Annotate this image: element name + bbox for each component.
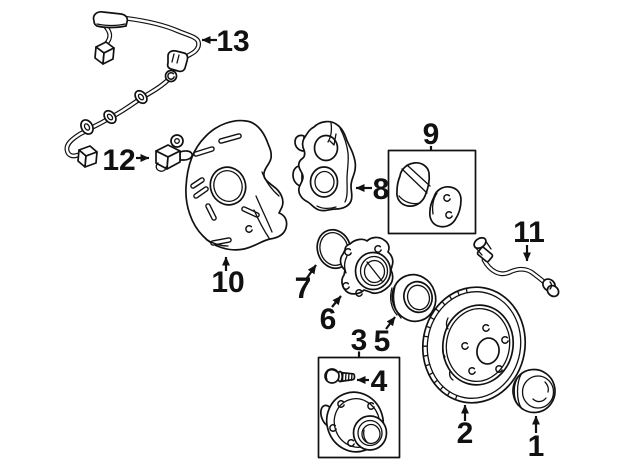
callout-7-label[interactable]: 7 <box>295 272 312 305</box>
hub-kit-box-art <box>317 356 401 459</box>
callout-11: 11 <box>513 216 545 262</box>
callout-1-label[interactable]: 1 <box>528 430 545 463</box>
callout-8-label[interactable]: 8 <box>373 173 390 206</box>
brake-rotor-art <box>421 286 527 404</box>
callout-9-label[interactable]: 9 <box>423 118 440 151</box>
callout-7-arrow <box>306 264 317 279</box>
callout-10: 10 <box>211 256 245 299</box>
callout-13-label[interactable]: 13 <box>216 25 249 58</box>
callout-2: 2 <box>457 404 474 450</box>
knuckle-hub-bearing-art <box>339 236 394 297</box>
brake-pad-set-art <box>387 149 477 235</box>
callout-1: 1 <box>528 415 545 463</box>
callout-7: 7 <box>295 264 317 305</box>
callout-2-label[interactable]: 2 <box>457 417 474 450</box>
callout-8: 8 <box>355 173 390 206</box>
callout-4: 4 <box>356 365 388 398</box>
callout-6-label[interactable]: 6 <box>320 303 337 336</box>
splash-shield-art <box>185 119 288 251</box>
callout-12: 12 <box>102 144 150 177</box>
wheel-stud-art <box>324 368 356 384</box>
callout-9: 9 <box>423 118 440 151</box>
callout-4-label[interactable]: 4 <box>371 365 388 398</box>
callout-11-label[interactable]: 11 <box>513 216 545 249</box>
callout-3: 3 <box>351 324 368 357</box>
callout-5-arrow <box>385 316 396 330</box>
callout-5-label[interactable]: 5 <box>374 325 391 358</box>
speed-sensor-art <box>155 134 193 172</box>
callout-12-label[interactable]: 12 <box>102 144 135 177</box>
callout-6-arrow <box>331 295 342 308</box>
callout-10-label[interactable]: 10 <box>211 266 244 299</box>
brake-hose-art <box>473 236 560 298</box>
grease-cap-art <box>512 368 556 414</box>
callout-13: 13 <box>201 25 250 58</box>
brake-caliper-art <box>292 120 357 212</box>
hub-seal-art <box>390 273 437 323</box>
callout-5: 5 <box>374 316 396 358</box>
sensor-wire-harness-art <box>64 11 201 168</box>
hub-art <box>319 391 388 453</box>
rotor-vent-hatching <box>422 287 468 401</box>
callout-6: 6 <box>320 295 342 336</box>
callout-3-label[interactable]: 3 <box>351 324 368 357</box>
